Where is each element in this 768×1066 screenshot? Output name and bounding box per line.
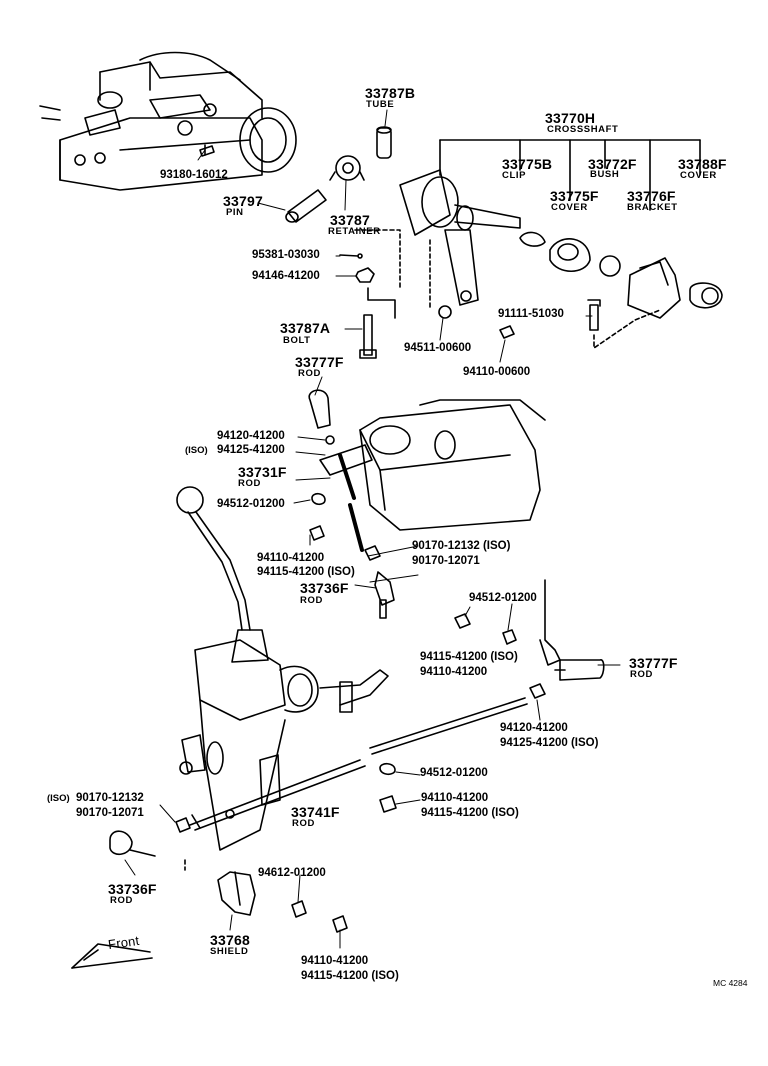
label-33775B: 33775B [502,156,553,172]
shield-and-nuts [184,859,348,933]
name-bush: BUSH [590,169,620,180]
label-94110-41200-a: 94110-41200 [257,552,325,564]
label-94115-41200-d: 94115-41200 (ISO) [301,970,399,982]
label-93180-16012: 93180-16012 [160,169,228,181]
label-94511-00600: 94511-00600 [404,342,472,354]
label-94115-41200-a: 94115-41200 (ISO) [257,566,355,578]
diagram-reference: MC 4284 [713,978,748,988]
label-33775F: 33775F [550,188,599,204]
label-94110-41200-b: 94110-41200 [420,666,488,678]
label-94512-01200-b: 94512-01200 [469,592,537,604]
label-33770H: 33770H [545,110,596,126]
middle-housing-rods [308,389,605,699]
label-91111-51030: 91111-51030 [498,308,564,320]
label-33787: 33787 [330,212,370,228]
label-33736F-a: 33736F [300,580,349,596]
label-94125-41200-a: 94125-41200 [217,444,285,456]
name-shield: SHIELD [210,946,249,957]
leader-lines [124,109,621,949]
name-pin: PIN [226,207,244,218]
label-90170-12132-b: 90170-12132 [76,792,144,804]
label-94125-41200-b: 94125-41200 (ISO) [500,737,599,749]
name-clip: CLIP [502,170,527,181]
label-33787A: 33787A [280,320,331,336]
name-cover-2: COVER [551,202,588,213]
name-cover-1: COVER [680,170,717,181]
label-94120-41200-a: 94120-41200 [217,430,285,442]
label-iso-b: (ISO) [47,793,70,804]
transmission-housing-top [39,51,297,191]
label-33776F: 33776F [627,188,676,204]
label-33777F-b: 33777F [629,655,678,671]
label-33768: 33768 [210,932,250,948]
label-94110-00600: 94110-00600 [463,366,531,378]
label-33797: 33797 [223,193,263,209]
name-rod-b: ROD [238,478,261,489]
label-33736F-b: 33736F [108,881,157,897]
label-95381-03030: 95381-03030 [252,249,320,261]
label-94115-41200-b: 94115-41200 (ISO) [420,651,518,663]
label-90170-12071-a: 90170-12071 [412,555,480,567]
label-94110-41200-c: 94110-41200 [421,792,489,804]
label-33741F: 33741F [291,804,340,820]
shift-tube-retainer-group [285,126,401,359]
name-rod-e: ROD [292,818,315,829]
label-94512-01200-a: 94512-01200 [217,498,285,510]
label-90170-12071-b: 90170-12071 [76,807,144,819]
label-94110-41200-d: 94110-41200 [301,955,369,967]
label-33731F: 33731F [238,464,287,480]
gear-shift-lever [176,486,389,851]
label-33772F: 33772F [588,156,637,172]
name-bolt: BOLT [283,335,311,346]
name-rod-d: ROD [630,669,653,680]
label-94120-41200-b: 94120-41200 [500,722,568,734]
long-rod-33741F [109,697,528,857]
label-94612-01200: 94612-01200 [258,867,326,879]
name-tube: TUBE [366,99,395,110]
name-crossshaft: CROSSSHAFT [547,124,619,135]
label-33787B: 33787B [365,85,416,101]
label-90170-12132-a: 90170-12132 (ISO) [412,540,511,552]
name-rod-f: ROD [110,895,133,906]
crossshaft-assembly [399,139,723,349]
name-bracket: BRACKET [627,202,678,213]
front-direction-arrow [71,943,153,969]
label-iso-a: (ISO) [185,445,208,456]
label-94146-41200: 94146-41200 [252,270,320,282]
name-retainer: RETAINER [328,226,381,237]
name-rod-c: ROD [300,595,323,606]
label-94115-41200-c: 94115-41200 (ISO) [421,807,519,819]
name-rod-a: ROD [298,368,321,379]
label-94512-01200-c: 94512-01200 [420,767,488,779]
label-33788F: 33788F [678,156,727,172]
label-33777F-a: 33777F [295,354,344,370]
